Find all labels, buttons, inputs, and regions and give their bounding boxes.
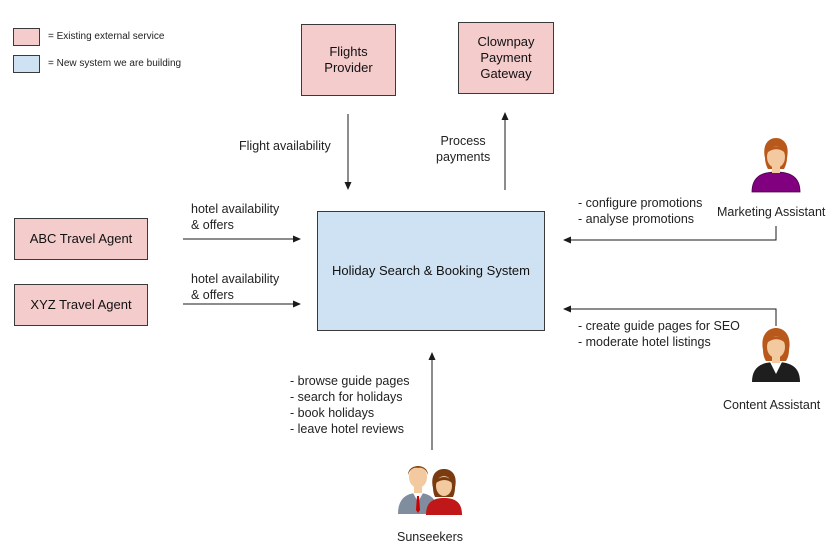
flow-abc-hotel-line-2: & offers — [191, 218, 234, 232]
abc-travel-agent-label: ABC Travel Agent — [29, 231, 133, 246]
flow-xyz-hotel: hotel availability & offers — [191, 271, 279, 303]
legend-existing-label: = Existing external service — [48, 31, 165, 42]
flow-process-payments: Process payments — [436, 133, 490, 165]
flow-content: - create guide pages for SEO - moderate … — [578, 318, 740, 350]
clownpay-gateway-box: Clownpay Payment Gateway — [458, 22, 554, 94]
users-group-icon — [398, 466, 462, 515]
flights-provider-line-2: Provider — [324, 60, 373, 75]
legend-new-swatch — [13, 55, 40, 73]
flow-abc-hotel-line-1: hotel availability — [191, 202, 280, 216]
flow-flight-availability: Flight availability — [239, 139, 331, 153]
xyz-travel-agent-box: XYZ Travel Agent — [14, 284, 148, 326]
content-assistant-label: Content Assistant — [723, 398, 821, 412]
booking-system-label: Holiday Search & Booking System — [332, 263, 530, 278]
flights-provider-box: Flights Provider — [301, 24, 396, 96]
legend-existing-swatch — [13, 28, 40, 46]
flow-content-line-2: - moderate hotel listings — [578, 335, 711, 349]
flow-sunseekers-line-2: - search for holidays — [290, 390, 403, 404]
clownpay-line-1: Clownpay — [477, 34, 535, 49]
female-user-icon — [752, 328, 800, 382]
booking-system-box: Holiday Search & Booking System — [317, 211, 545, 331]
xyz-travel-agent-label: XYZ Travel Agent — [30, 297, 132, 312]
flow-sunseekers-line-4: - leave hotel reviews — [290, 422, 404, 436]
flow-xyz-hotel-line-2: & offers — [191, 288, 234, 302]
flow-sunseekers-line-3: - book holidays — [290, 406, 375, 420]
flow-content-line-1: - create guide pages for SEO — [578, 319, 740, 333]
flow-marketing: - configure promotions - analyse promoti… — [578, 195, 702, 227]
flow-sunseekers: - browse guide pages - search for holida… — [290, 373, 410, 437]
marketing-assistant-label: Marketing Assistant — [717, 205, 826, 219]
clownpay-line-3: Gateway — [480, 66, 532, 81]
flow-marketing-line-1: - configure promotions — [578, 196, 703, 210]
arrow-content-to-system — [563, 305, 777, 326]
female-user-icon — [751, 138, 801, 193]
arrow-marketing-to-system — [563, 226, 777, 244]
legend-new-label: = New system we are building — [48, 58, 182, 69]
flow-sunseekers-line-1: - browse guide pages — [290, 374, 410, 388]
sunseekers-label: Sunseekers — [397, 530, 464, 544]
clownpay-line-2: Payment — [480, 50, 532, 65]
flow-xyz-hotel-line-1: hotel availability — [191, 272, 280, 286]
abc-travel-agent-box: ABC Travel Agent — [14, 218, 148, 260]
flights-provider-line-1: Flights — [329, 44, 368, 59]
flow-process-payments-line-1: Process — [440, 134, 486, 148]
flow-marketing-line-2: - analyse promotions — [578, 212, 695, 226]
flow-abc-hotel: hotel availability & offers — [191, 201, 279, 233]
flow-process-payments-line-2: payments — [436, 150, 491, 164]
